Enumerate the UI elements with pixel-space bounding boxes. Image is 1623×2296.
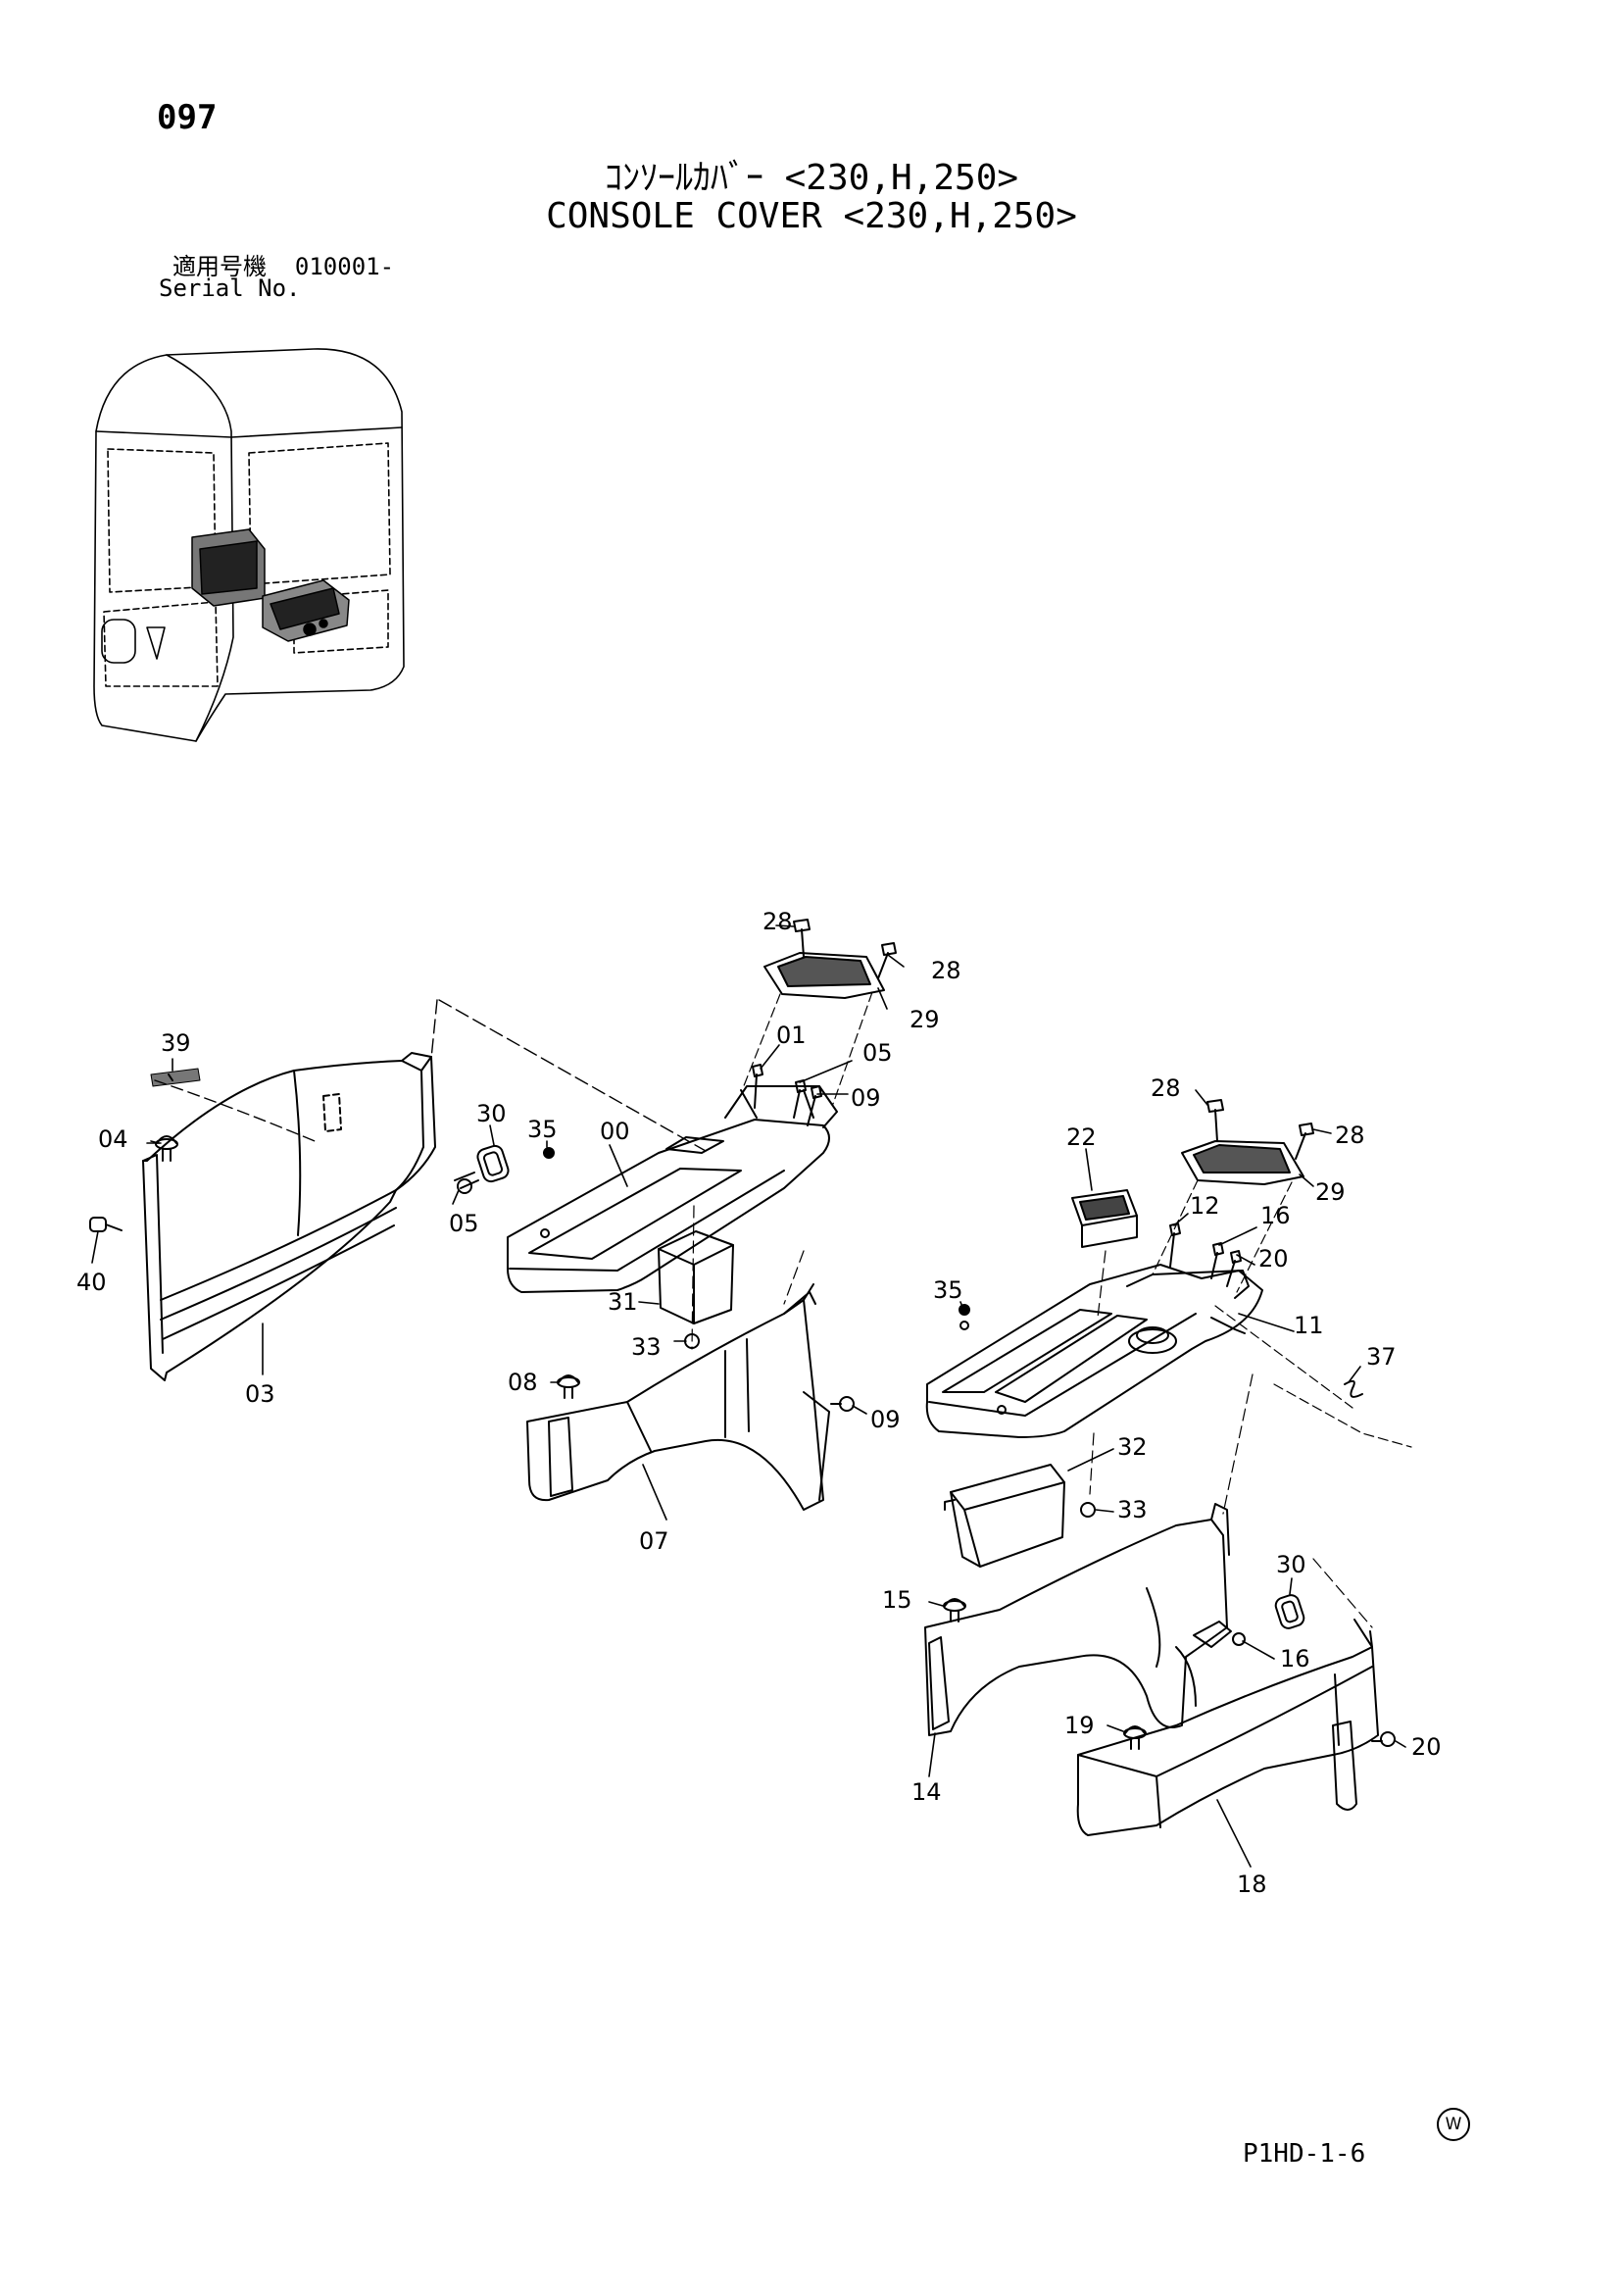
part-number-label: 31 — [608, 1288, 638, 1316]
title-japanese: ｺﾝｿｰﾙｶﾊﾞｰ <230,H,250> — [604, 158, 1019, 198]
part-number-label: 05 — [449, 1210, 479, 1237]
part-number-label: 20 — [1411, 1733, 1442, 1761]
watermark-symbol: W — [1437, 2108, 1470, 2141]
part-number-label: 20 — [1258, 1245, 1289, 1273]
part-number-label: 07 — [639, 1527, 669, 1555]
part-number-label: 14 — [911, 1778, 942, 1806]
serial-label-en: Serial No. — [159, 275, 301, 302]
part-callouts — [91, 924, 1406, 1868]
part-number-label: 29 — [1315, 1178, 1346, 1206]
title-english: CONSOLE COVER <230,H,250> — [546, 196, 1077, 236]
cab-overview-illustration — [93, 348, 405, 742]
part-number-label: 33 — [631, 1333, 662, 1361]
part-number-label: 16 — [1280, 1645, 1310, 1672]
part-number-label: 28 — [1335, 1122, 1365, 1149]
part-number-label: 37 — [1366, 1343, 1397, 1371]
part-number-label: 28 — [762, 908, 793, 935]
part-number-label: 09 — [851, 1084, 881, 1112]
part-number-label: 40 — [76, 1269, 107, 1296]
part-number-label: 12 — [1190, 1192, 1220, 1220]
part-number-label: 09 — [870, 1406, 901, 1433]
part-number-label: 11 — [1294, 1312, 1324, 1339]
part-number-label: 16 — [1260, 1202, 1291, 1229]
part-number-label: 30 — [476, 1100, 507, 1127]
part-number-label: 33 — [1117, 1496, 1148, 1523]
part-number-label: 18 — [1237, 1871, 1267, 1898]
part-number-label: 00 — [600, 1118, 630, 1145]
part-number-label: 15 — [882, 1586, 912, 1614]
console-highlight-left — [191, 528, 266, 607]
part-number-label: 05 — [862, 1039, 893, 1067]
part-number-label: 04 — [98, 1125, 128, 1153]
part-number-label: 01 — [776, 1022, 807, 1049]
part-number-label: 08 — [508, 1369, 538, 1396]
part-number-label: 32 — [1117, 1433, 1148, 1461]
part-number-label: 22 — [1066, 1123, 1097, 1151]
part-number-label: 29 — [910, 1006, 940, 1033]
part-number-label: 19 — [1064, 1712, 1095, 1739]
part-number-label: 03 — [245, 1380, 275, 1408]
serial-label-jp: 適用号機 — [172, 253, 267, 280]
serial-number: 010001- — [294, 253, 395, 280]
serial-applicability: 適用号機 010001- — [172, 247, 394, 281]
part-number-label: 35 — [933, 1276, 963, 1304]
part-number-label: 39 — [161, 1029, 191, 1057]
part-number-label: 28 — [931, 957, 961, 984]
drawing-reference-code: P1HD-1-6 — [1243, 2139, 1366, 2169]
part-number-label: 30 — [1276, 1551, 1306, 1578]
page-number: 097 — [157, 98, 218, 137]
left-console-assembly — [89, 919, 897, 1511]
right-console-assembly — [924, 1099, 1412, 1836]
console-highlight-right — [262, 579, 350, 642]
part-number-label: 35 — [527, 1116, 558, 1143]
part-number-label: 28 — [1151, 1074, 1181, 1102]
